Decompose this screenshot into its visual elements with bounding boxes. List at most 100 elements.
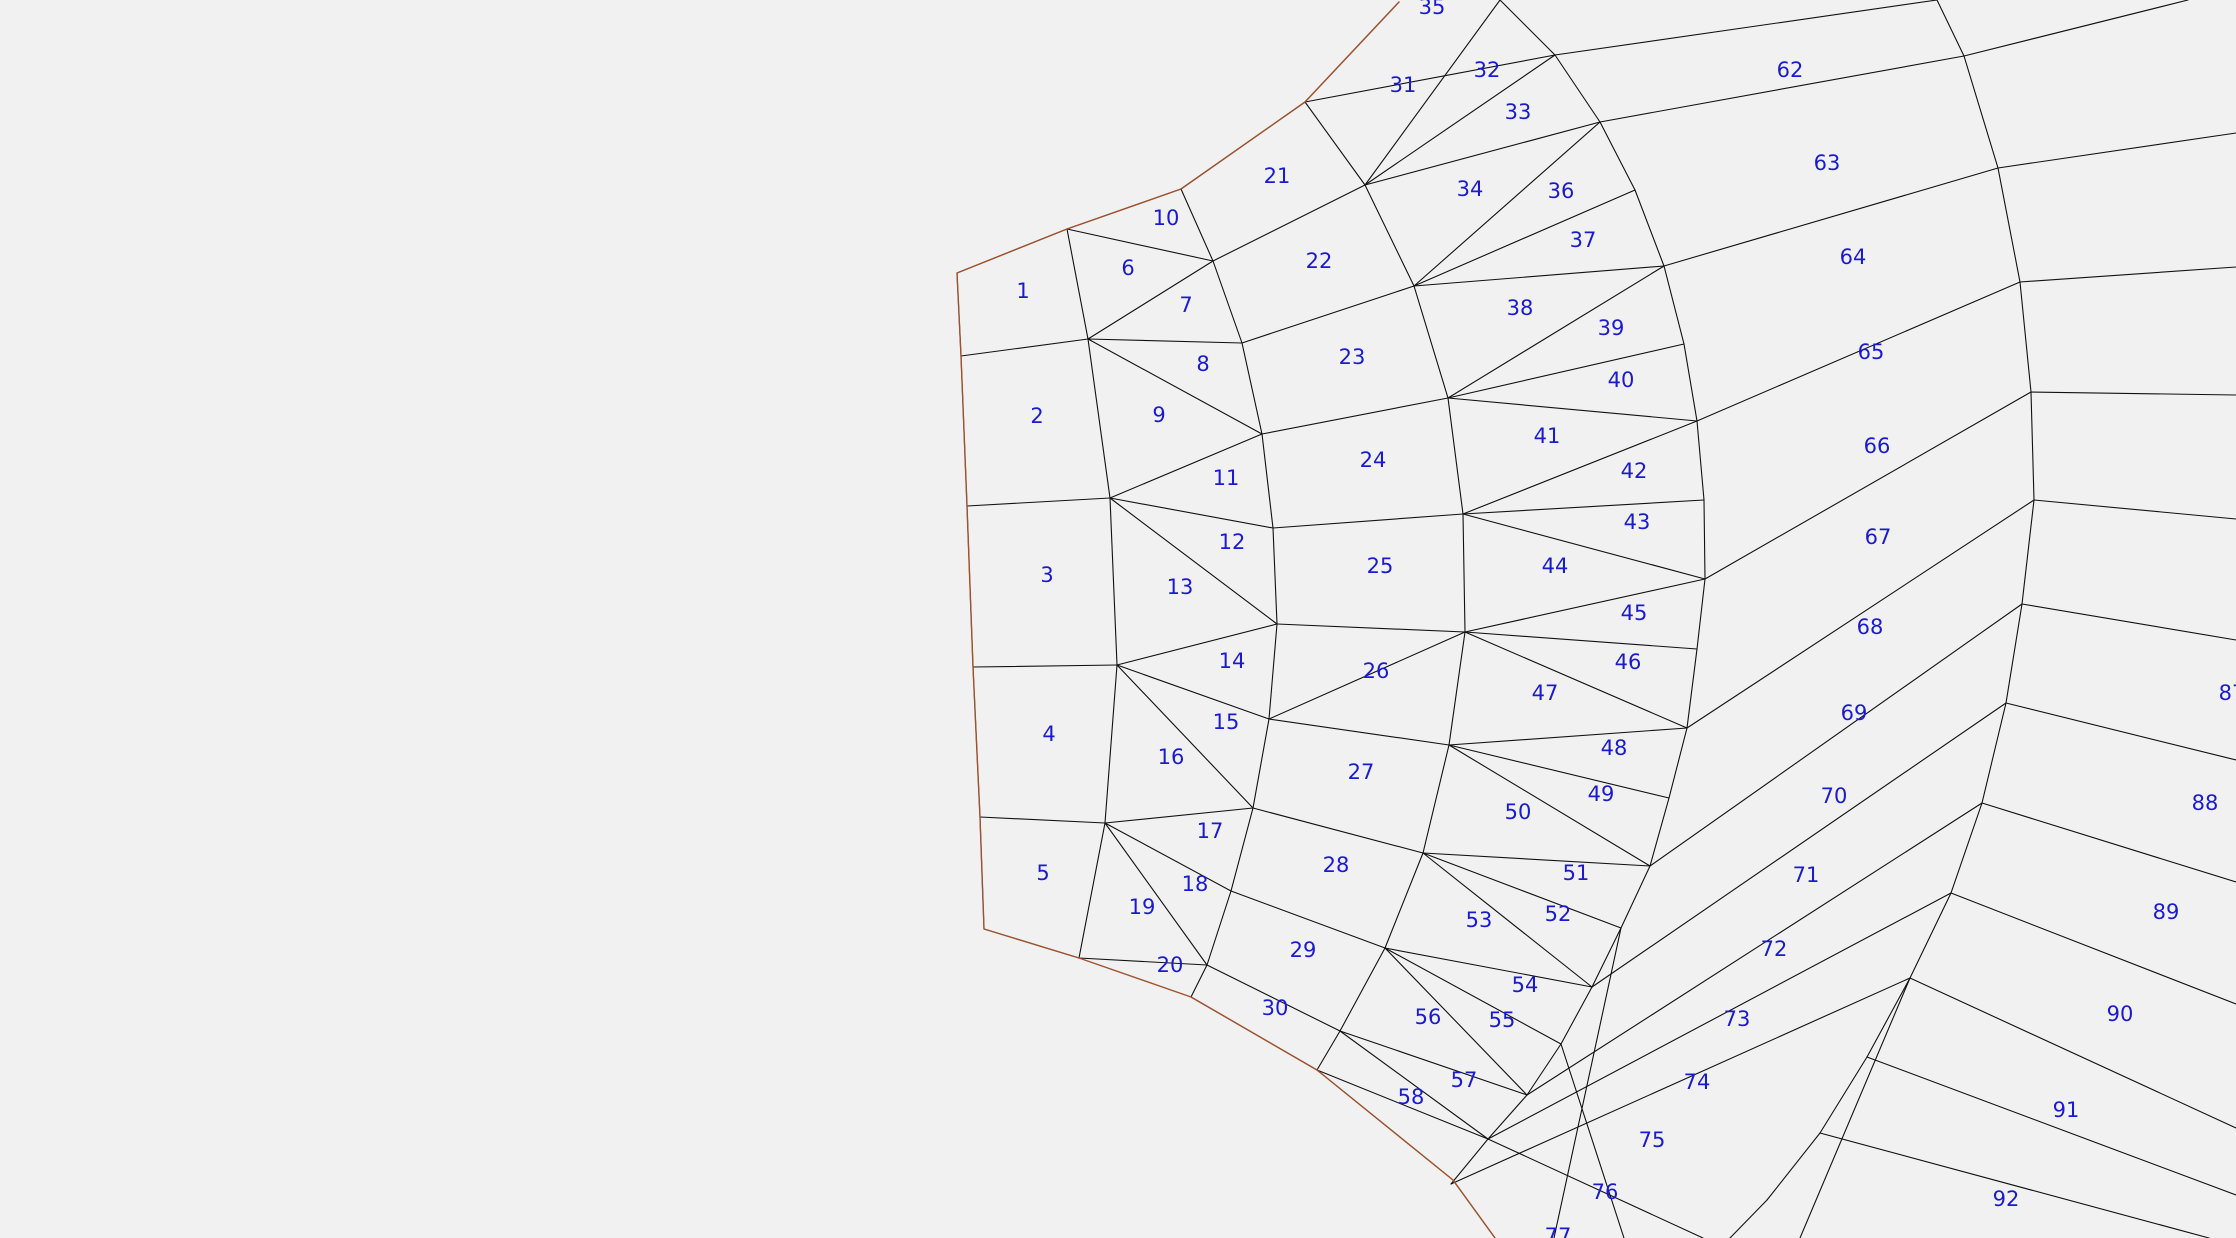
element-label-10: 10: [1153, 206, 1180, 230]
element-label-27: 27: [1348, 760, 1375, 784]
mesh-edge: [2021, 603, 2236, 641]
mesh-edge: [1364, 0, 1501, 186]
mesh-edge: [1634, 189, 1665, 267]
mesh-edge: [1272, 513, 1464, 529]
mesh-edge: [1413, 189, 1636, 287]
element-label-9: 9: [1152, 403, 1165, 427]
mesh-boundary: [956, 1, 1496, 1238]
mesh-edge: [1950, 892, 2236, 1005]
element-label-62: 62: [1777, 58, 1804, 82]
element-label-25: 25: [1367, 554, 1394, 578]
mesh-edge: [979, 816, 1106, 824]
mesh-edge: [1384, 947, 1593, 988]
mesh-edge: [1422, 852, 1622, 929]
element-label-75: 75: [1639, 1128, 1666, 1152]
element-label-56: 56: [1415, 1005, 1442, 1029]
mesh-edge: [966, 497, 1111, 507]
mesh-edge: [2019, 266, 2236, 283]
mesh-edge: [1866, 977, 1911, 1058]
mesh-edge: [1276, 623, 1466, 633]
element-label-69: 69: [1841, 701, 1868, 725]
element-label-70: 70: [1821, 784, 1848, 808]
mesh-edge: [1819, 1056, 1868, 1134]
mesh-edge: [960, 338, 1089, 357]
mesh-edge: [1487, 892, 1952, 1140]
mesh-edge: [1464, 631, 1698, 650]
mesh-edge: [1554, 54, 1601, 123]
mesh-edge: [1206, 964, 1341, 1032]
mesh-edge: [1116, 623, 1278, 666]
mesh-edge: [1560, 1043, 1625, 1238]
element-label-64: 64: [1840, 245, 1867, 269]
mesh-edge: [1190, 964, 1208, 998]
mesh-edge: [1591, 702, 2007, 988]
element-label-24: 24: [1360, 448, 1387, 472]
mesh-edge: [1981, 702, 2007, 804]
element-label-29: 29: [1290, 938, 1317, 962]
mesh-edge: [1116, 664, 1254, 809]
element-label-28: 28: [1323, 853, 1350, 877]
mesh-edge: [1272, 527, 1278, 625]
mesh-edge: [1487, 1094, 1528, 1140]
element-label-42: 42: [1621, 459, 1648, 483]
mesh-edge: [1686, 648, 1698, 729]
element-label-54: 54: [1512, 973, 1539, 997]
mesh-edge: [1109, 433, 1263, 499]
mesh-edge: [1422, 852, 1651, 867]
mesh-edge: [1909, 977, 2236, 1129]
mesh-edge: [1268, 623, 1278, 720]
element-label-19: 19: [1129, 895, 1156, 919]
mesh-edge: [1649, 797, 1670, 867]
mesh-edge: [1464, 631, 1688, 729]
element-label-87: 87: [2219, 681, 2236, 705]
mesh-edge: [1109, 497, 1118, 666]
element-label-33: 33: [1505, 100, 1532, 124]
element-label-46: 46: [1615, 650, 1642, 674]
element-label-58: 58: [1398, 1085, 1425, 1109]
mesh-edge: [1448, 727, 1688, 746]
mesh-edge: [1963, 0, 2189, 57]
mesh-edge: [1866, 1056, 2236, 1196]
mesh-edge: [1560, 986, 1593, 1045]
element-label-67: 67: [1865, 525, 1892, 549]
element-label-12: 12: [1219, 530, 1246, 554]
mesh-edge: [1819, 1132, 2210, 1238]
element-label-1: 1: [1016, 279, 1029, 303]
element-label-20: 20: [1157, 953, 1184, 977]
element-label-55: 55: [1489, 1008, 1516, 1032]
mesh-edge: [1668, 727, 1688, 799]
mesh-edge: [1950, 802, 1983, 894]
mesh-edge: [1261, 433, 1274, 529]
element-label-2: 2: [1030, 404, 1043, 428]
mesh-edge: [1450, 977, 1911, 1185]
mesh-edge: [1554, 0, 1938, 56]
mesh-edge: [1963, 55, 1999, 169]
mesh-edge: [1230, 890, 1386, 949]
element-label-89: 89: [2153, 900, 2180, 924]
mesh-edge: [1766, 1132, 1821, 1201]
mesh-edge: [1109, 497, 1274, 529]
element-label-13: 13: [1167, 575, 1194, 599]
mesh-edge: [1384, 947, 1562, 1045]
mesh-edge: [1364, 121, 1601, 186]
mesh-edge: [2005, 702, 2236, 761]
mesh-edge: [1599, 55, 1965, 123]
mesh-edge: [1448, 631, 1466, 746]
element-label-5: 5: [1036, 861, 1049, 885]
element-label-36: 36: [1548, 179, 1575, 203]
element-label-3: 3: [1040, 563, 1053, 587]
mesh-edge: [1462, 513, 1706, 580]
element-label-30: 30: [1262, 996, 1289, 1020]
mesh-edge: [1422, 852, 1593, 988]
mesh-edge: [2030, 391, 2236, 396]
element-label-18: 18: [1182, 872, 1209, 896]
mesh-edge: [1364, 184, 1415, 287]
mesh-edge: [1384, 947, 1528, 1096]
mesh-edge: [1304, 54, 1556, 103]
element-label-26: 26: [1363, 659, 1390, 683]
mesh-edge: [1553, 927, 1622, 1238]
mesh-edge: [1252, 718, 1270, 809]
element-label-22: 22: [1306, 249, 1333, 273]
mesh-edge: [1696, 281, 2021, 422]
element-label-40: 40: [1608, 368, 1635, 392]
